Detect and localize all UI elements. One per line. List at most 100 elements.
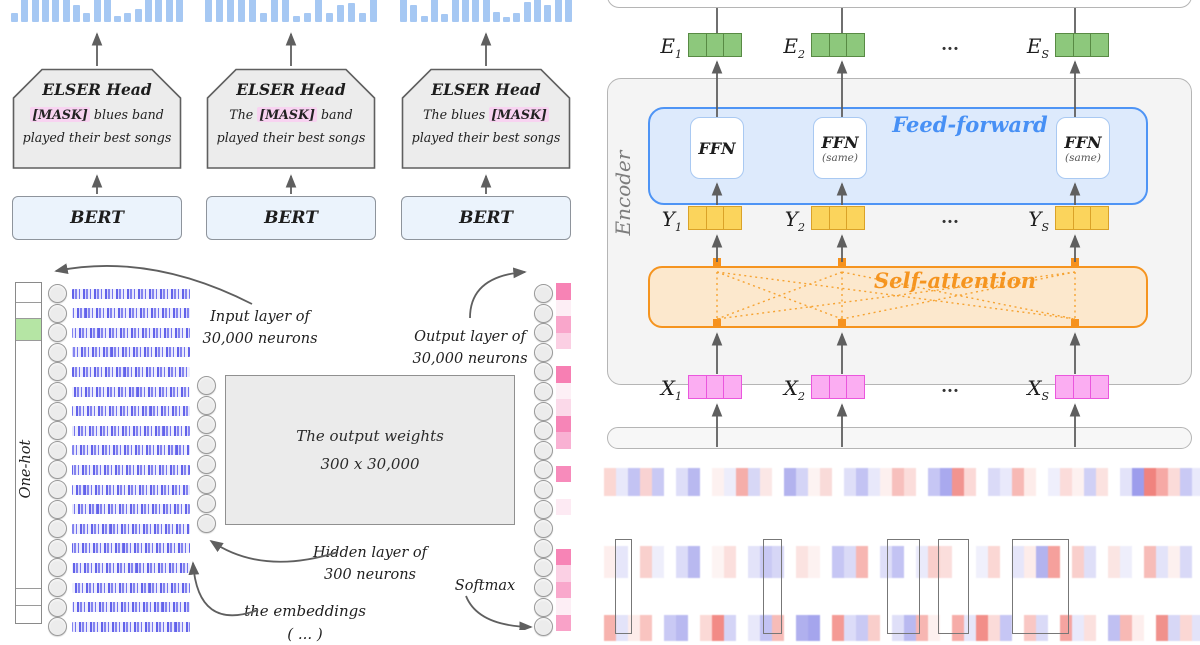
- one-hot-cell: [16, 283, 41, 303]
- bert-box: BERT: [12, 196, 182, 240]
- vector-cell: [846, 375, 865, 399]
- vector-subscript: S: [1041, 221, 1049, 234]
- input-embedding-vector: [811, 375, 865, 399]
- vector-cell: [1055, 206, 1074, 230]
- vector-subscript: S: [1041, 390, 1049, 403]
- one-hot-label: One-hot: [18, 439, 34, 499]
- token-heatmap-cell: [1024, 468, 1036, 496]
- sparse-vector-bar: [227, 0, 234, 22]
- vector-cell: [811, 375, 830, 399]
- sparse-vector-bar: [293, 16, 300, 22]
- input-stage-box: [607, 427, 1192, 449]
- token-heatmap-cell: [988, 615, 1000, 641]
- token-heatmap-cell: [904, 468, 916, 496]
- softmax-output-cell: [556, 316, 571, 333]
- input-neuron: [48, 323, 67, 343]
- token-heatmap-cell: [1084, 546, 1096, 578]
- hidden-layer-label-line2: 300 neurons: [324, 567, 416, 583]
- token-heatmap-cell: [748, 615, 760, 641]
- sparse-vector-bar: [326, 13, 333, 22]
- token-heatmap-cell: [940, 468, 952, 496]
- softmax-output-cell: [556, 382, 571, 400]
- vector-cell: [688, 375, 707, 399]
- token-heatmap-cell: [976, 546, 988, 578]
- attention-output-vector-label: Y2: [775, 207, 805, 234]
- token-heatmap-cell: [1144, 468, 1156, 496]
- token-heatmap-cell: [832, 615, 844, 641]
- vector-cell: [688, 33, 707, 57]
- token-highlight-box: [1012, 539, 1069, 634]
- token-heatmap-cell: [1096, 468, 1108, 496]
- input-neuron: [48, 499, 67, 519]
- vector-cell: [1090, 33, 1109, 57]
- embedding-row: [72, 308, 190, 319]
- vector-row-ellipsis: ...: [941, 208, 959, 228]
- embedding-row: [72, 327, 190, 338]
- softmax-output-cell: [556, 415, 571, 433]
- token-heatmap-cell: [988, 468, 1000, 496]
- sparse-vector-bar: [93, 0, 101, 22]
- token-heatmap-cell: [616, 468, 628, 496]
- output-neuron: [534, 460, 553, 480]
- vector-cell: [828, 33, 848, 57]
- sparse-vector-bar: [534, 0, 542, 22]
- sparse-vector-bar: [503, 17, 511, 22]
- sparse-vector-bar: [315, 0, 322, 22]
- sparse-vector-bar: [249, 0, 256, 22]
- token-heatmap-cell: [928, 546, 940, 578]
- sparse-vector-bar: [21, 0, 29, 22]
- input-neuron: [48, 558, 67, 578]
- sentence-text: The blues: [423, 107, 490, 122]
- ffn-label: FFN: [821, 132, 859, 152]
- sparse-vector-bar: [513, 13, 521, 22]
- token-heatmap-cell: [856, 468, 868, 496]
- encoder-output-vector: [688, 33, 742, 57]
- ffn-box: FFN: [690, 117, 744, 179]
- hidden-neuron: [197, 376, 216, 395]
- token-heatmap-cell: [1036, 546, 1048, 578]
- token-heatmap-cell: [1096, 615, 1108, 641]
- sparse-vector-bar: [523, 2, 531, 22]
- sparse-vector-bar: [124, 13, 132, 22]
- hidden-neuron: [197, 395, 216, 415]
- sparse-vector-bar: [400, 0, 407, 22]
- token-heatmap-cell: [652, 546, 664, 578]
- output-weights-box: The output weights 300 x 30,000: [225, 375, 515, 525]
- input-neuron: [48, 401, 67, 421]
- sparse-vector-bar: [492, 12, 500, 22]
- hidden-layer-label: Hidden layer of 300 neurons: [290, 542, 450, 586]
- token-heatmap-cell: [748, 546, 760, 578]
- embedding-row: [72, 347, 190, 358]
- token-heatmap-cell: [664, 615, 676, 641]
- sparse-vector-chart: [205, 0, 377, 22]
- sentence-text: blues band: [89, 107, 164, 122]
- elser-explainer-diagram: { "colors": { "bar_blue": "#a6c8f3", "el…: [11, 0, 1200, 643]
- self-attention-label: Self-attention: [873, 268, 1037, 293]
- token-heatmap-cell: [820, 468, 832, 496]
- input-neuron: [48, 538, 67, 558]
- input-neuron: [48, 284, 67, 303]
- vector-cell: [723, 206, 742, 230]
- sparse-vector-bar: [11, 13, 18, 22]
- softmax-output-cell: [556, 465, 571, 483]
- embedding-row: [72, 484, 190, 495]
- input-neuron: [48, 460, 67, 480]
- token-heatmap-cell: [868, 546, 880, 578]
- elser-head-title: ELSER Head: [236, 80, 346, 99]
- token-heatmap-cell: [616, 546, 628, 578]
- token-heatmap-cell: [928, 468, 940, 496]
- token-heatmap-cell: [772, 468, 784, 496]
- vector-subscript: 1: [675, 221, 682, 234]
- softmax-output-cell: [556, 598, 571, 615]
- token-heatmap-cell: [1000, 615, 1012, 641]
- token-heatmap-cell: [952, 546, 964, 578]
- token-heatmap-cell: [1072, 546, 1084, 578]
- vector-letter: Y: [1028, 207, 1042, 231]
- vector-cell: [1090, 206, 1109, 230]
- sparse-vector-bar: [472, 0, 480, 22]
- token-heatmap-cell: [1144, 546, 1156, 578]
- input-embedding-vector: [688, 375, 742, 399]
- sparse-vector-bar: [260, 13, 267, 22]
- token-heatmap-cell: [1192, 468, 1200, 496]
